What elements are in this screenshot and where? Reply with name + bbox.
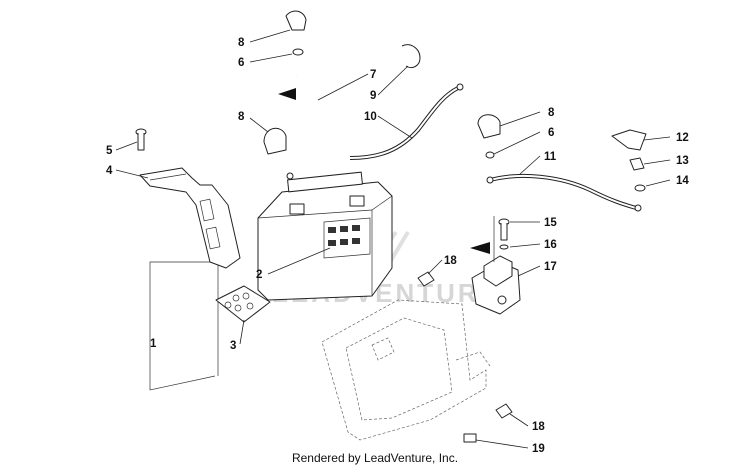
callout-18a: 18	[444, 255, 457, 267]
callout-6b: 6	[548, 127, 554, 139]
part-nut-13	[629, 157, 645, 171]
callout-11: 11	[544, 151, 557, 163]
callout-13: 13	[676, 155, 689, 167]
assembly-bracket-1	[149, 261, 219, 391]
part-terminal-boot-8c	[477, 114, 501, 139]
part-washer-14	[634, 184, 646, 192]
callout-16: 16	[544, 239, 557, 251]
part-terminal-hardware	[215, 285, 271, 323]
callout-6a: 6	[238, 57, 244, 69]
part-knob-12	[611, 129, 647, 151]
callout-9: 9	[370, 90, 376, 102]
part-relay-17	[471, 216, 521, 315]
footer-credit: Rendered by LeadVenture, Inc.	[291, 451, 459, 465]
part-washer-16	[499, 244, 509, 250]
part-terminal-boot-8a	[285, 10, 307, 56]
callout-7: 7	[370, 69, 376, 81]
callout-12: 12	[676, 132, 689, 144]
part-cable-10	[349, 83, 464, 160]
callout-17: 17	[544, 261, 557, 273]
callout-8a: 8	[238, 37, 245, 49]
callout-1: 1	[150, 338, 157, 350]
callouts: 8 6 7 9 8 10 5 4 2 1 3 8 6 11 12 13 14 1…	[106, 37, 689, 455]
callout-8c: 8	[548, 107, 555, 119]
part-clip-18b	[495, 403, 513, 419]
part-terminal-boot-8b	[263, 127, 287, 155]
callout-3: 3	[230, 340, 236, 352]
part-bolt-15	[498, 218, 510, 241]
callout-5: 5	[106, 145, 113, 157]
callout-18b: 18	[532, 421, 545, 433]
callout-10: 10	[364, 111, 377, 123]
callout-8b: 8	[238, 111, 245, 123]
leader-lines	[115, 29, 671, 449]
arrow-indicator-left	[278, 88, 296, 100]
callout-15: 15	[544, 217, 557, 229]
callout-4: 4	[106, 165, 113, 177]
part-battery	[257, 171, 393, 301]
part-washer-6b	[485, 151, 495, 159]
part-cable-11	[486, 173, 642, 212]
part-clip-18a	[417, 271, 435, 287]
part-hold-down-bracket	[139, 167, 241, 269]
part-cable-7	[286, 75, 327, 180]
part-bolt-5	[135, 128, 147, 151]
arrow-indicator-right	[470, 242, 490, 254]
callout-14: 14	[676, 175, 689, 187]
part-grommet-19	[463, 433, 477, 443]
callout-2: 2	[256, 269, 262, 281]
part-battery-tray	[321, 299, 491, 441]
part-strap-9	[401, 44, 421, 69]
callout-19: 19	[532, 443, 545, 455]
